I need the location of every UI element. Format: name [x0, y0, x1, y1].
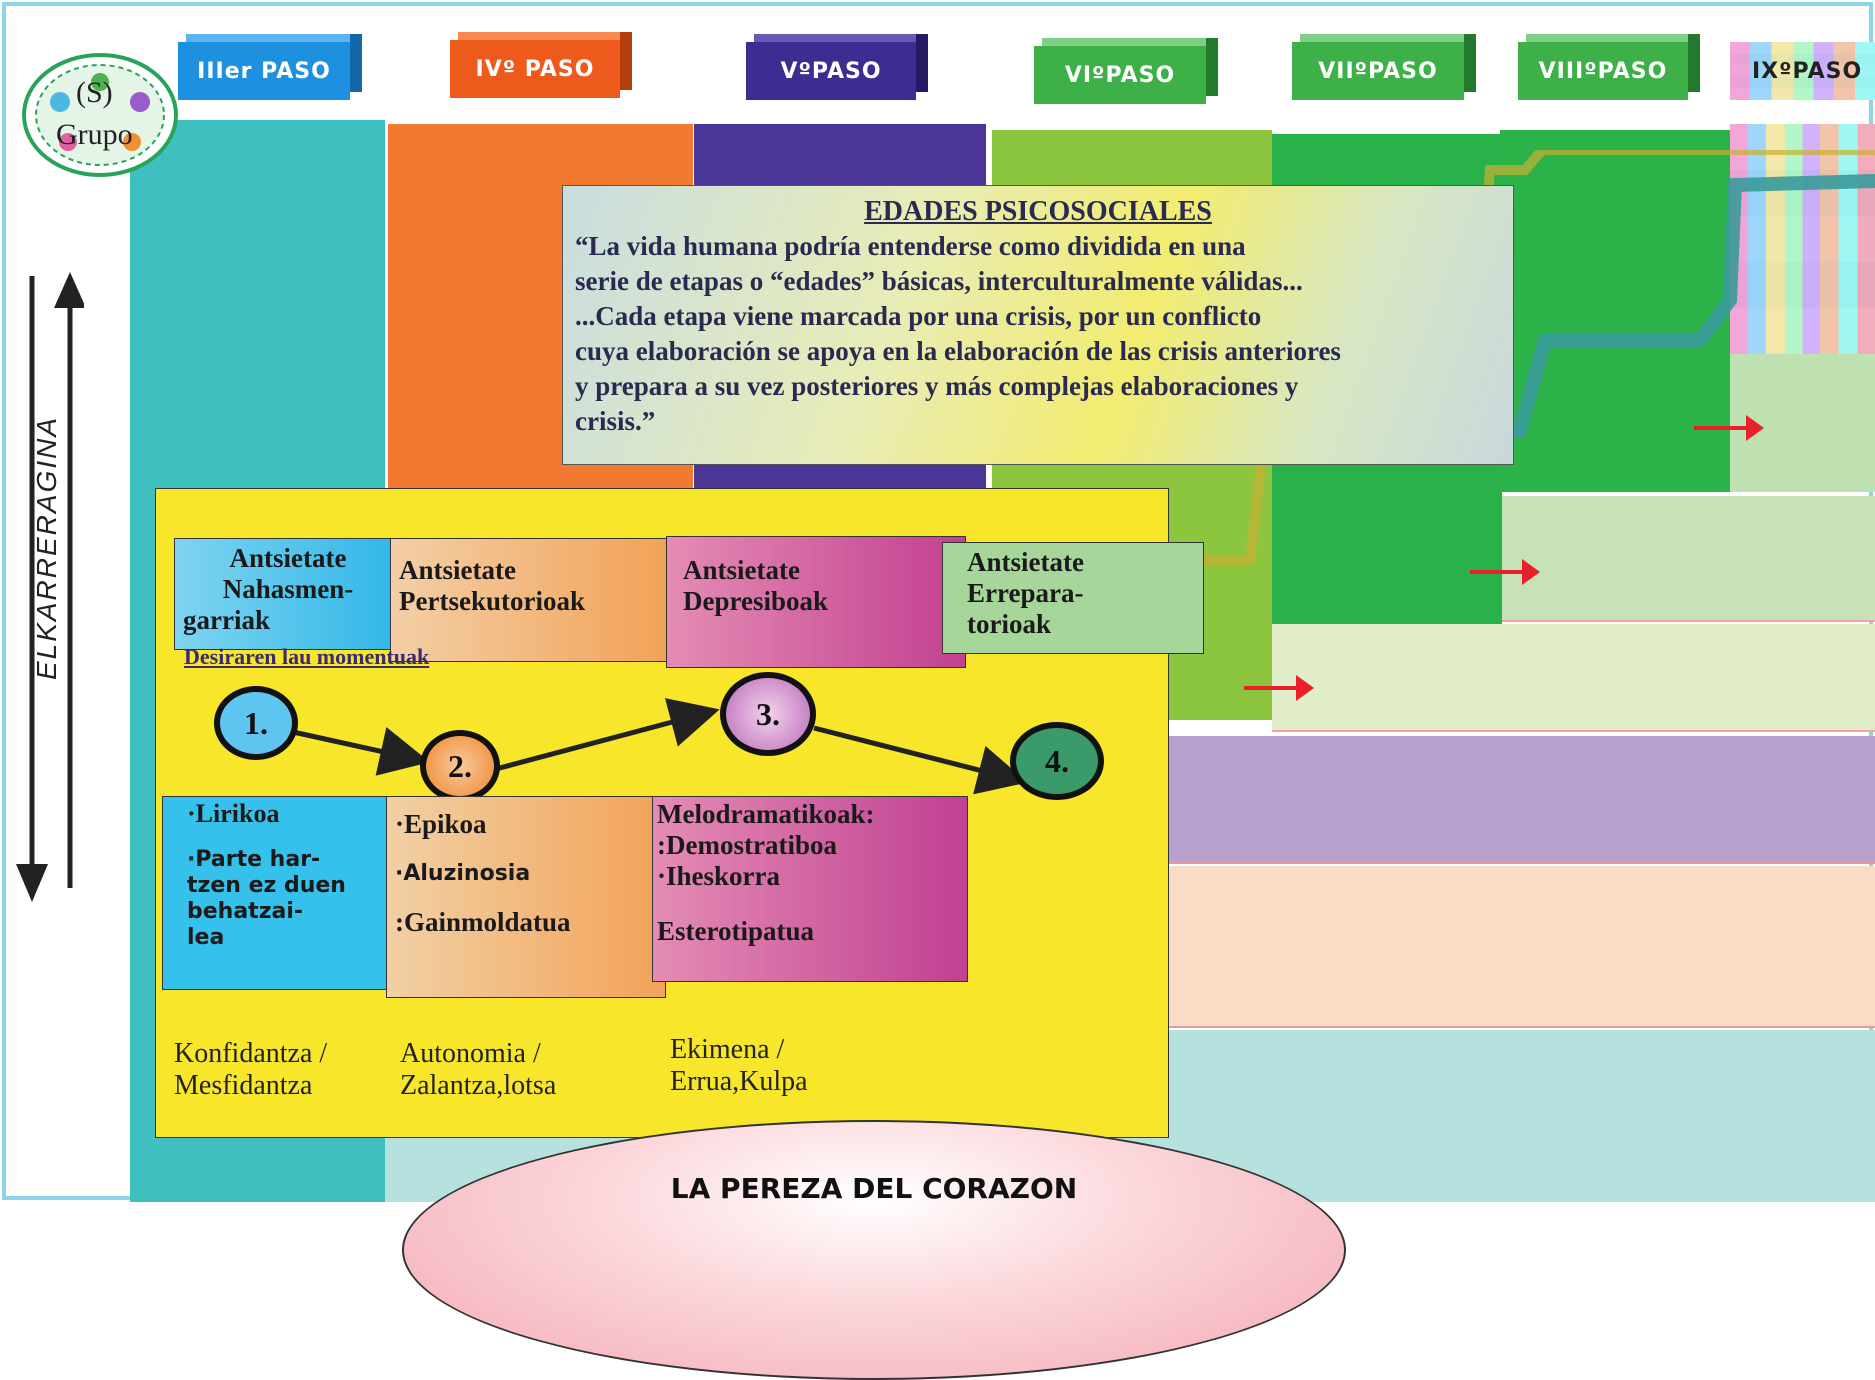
step-header-iv: IVº PASO [450, 32, 632, 98]
pair-3: Ekimena / Errua,Kulpa [670, 1034, 808, 1098]
footer-title: LA PEREZA DEL CORAZON [670, 1172, 1078, 1205]
step-header-v: VºPASO [746, 34, 928, 100]
logo-emblem-icon [22, 53, 178, 177]
info-line: ...Cada etapa viene marcada por una cris… [575, 301, 1262, 331]
info-line: cuya elaboración se apoya en la elaborac… [575, 336, 1341, 366]
arrow-right-icon [1470, 559, 1540, 585]
step-header-vii: VIIºPASO [1292, 34, 1476, 100]
mode-line: Melodramatikoak: [657, 799, 875, 829]
mode-line: :Gainmoldatua [395, 907, 571, 937]
anxiety-line: garriak [183, 605, 270, 635]
anxiety-box-4: Antsietate Errepara- torioak [942, 542, 1204, 654]
pair-line: Zalantza,lotsa [400, 1070, 557, 1101]
mode-line: ·Lirikoa [187, 799, 280, 828]
column-viii [1500, 130, 1730, 492]
moment-circle-1: 1. [214, 686, 298, 760]
anxiety-line: Errepara- [967, 578, 1084, 608]
mode-line: ·Aluzinosia [395, 861, 531, 886]
anxiety-box-1: Antsietate Nahasmen- garriak [174, 538, 402, 650]
mode-line: ·Epikoa [395, 809, 487, 839]
anxiety-line: Depresiboak [683, 586, 829, 616]
footer-ellipse [402, 1120, 1346, 1380]
info-box: EDADES PSICOSOCIALES “La vida humana pod… [562, 185, 1514, 465]
band-vii [1502, 496, 1875, 622]
anxiety-line: Antsietate [683, 555, 800, 585]
step-header-viii: VIIIºPASO [1518, 34, 1700, 100]
pair-line: Ekimena / [670, 1034, 785, 1065]
band-vi [1272, 624, 1875, 732]
pair-line: Errua,Kulpa [670, 1066, 808, 1097]
pair-2: Autonomia / Zalantza,lotsa [400, 1038, 556, 1102]
moment-circle-2: 2. [420, 730, 500, 802]
mode-line: Esterotipatua [657, 916, 815, 946]
band-v [1167, 736, 1875, 864]
mode-line: ·Iheskorra [657, 861, 781, 891]
moment-arrows [283, 698, 1028, 795]
logo-letter: (S) [76, 76, 113, 109]
anxiety-line: Pertsekutorioak [399, 586, 585, 616]
pair-line: Autonomia / [400, 1038, 541, 1069]
pair-1: Konfidantza / Mesfidantza [174, 1038, 327, 1102]
column-ix-mosaic [1730, 124, 1875, 354]
step-header-iii: IIIer PASO [178, 34, 362, 100]
moment-circle-3: 3. [720, 672, 816, 756]
info-title: EDADES PSICOSOCIALES [864, 196, 1212, 227]
logo: (S) Grupo [20, 52, 180, 178]
mode-box-2: ·Epikoa ·Aluzinosia :Gainmoldatua [386, 796, 666, 998]
mode-box-1: ·Lirikoa ·Parte har- tzen ez duen behatz… [162, 796, 406, 990]
anxiety-line: Antsietate [229, 543, 347, 573]
info-line: y prepara a su vez posteriores y más com… [575, 371, 1299, 401]
step-header-vi: VIºPASO [1034, 38, 1218, 104]
mode-box-3: Melodramatikoak: :Demostratiboa ·Iheskor… [652, 796, 968, 982]
moments-label: Desiraren lau momentuak [184, 644, 430, 669]
info-line: serie de etapas o “edades” básicas, inte… [575, 266, 1303, 296]
mode-line: tzen ez duen [187, 873, 346, 898]
moment-circle-4: 4. [1010, 722, 1104, 800]
band-iv [1167, 866, 1875, 1028]
anxiety-box-2: Antsietate Pertsekutorioak [390, 538, 680, 662]
anxiety-line: torioak [967, 609, 1051, 639]
info-line: “La vida humana podría entenderse como d… [575, 231, 1246, 261]
mode-line: ·Parte har- [187, 847, 321, 872]
mode-line: :Demostratiboa [657, 830, 837, 860]
bidirectional-arrows-icon [16, 272, 84, 902]
pair-line: Konfidantza / [174, 1038, 328, 1069]
pair-line: Mesfidantza [174, 1070, 313, 1101]
arrow-right-icon [1244, 675, 1314, 701]
info-line: crisis.” [575, 406, 656, 436]
anxiety-line: Antsietate [399, 555, 516, 585]
arrow-right-icon [1694, 415, 1764, 441]
anxiety-line: Nahasmen- [222, 574, 354, 604]
anxiety-box-3: Antsietate Depresiboak [666, 536, 966, 668]
step-header-ix: IXºPASO [1730, 42, 1875, 100]
anxiety-line: Antsietate [967, 547, 1084, 577]
mode-line: lea [187, 925, 225, 950]
mode-line: behatzai- [187, 899, 304, 924]
logo-text: Grupo [56, 118, 133, 151]
